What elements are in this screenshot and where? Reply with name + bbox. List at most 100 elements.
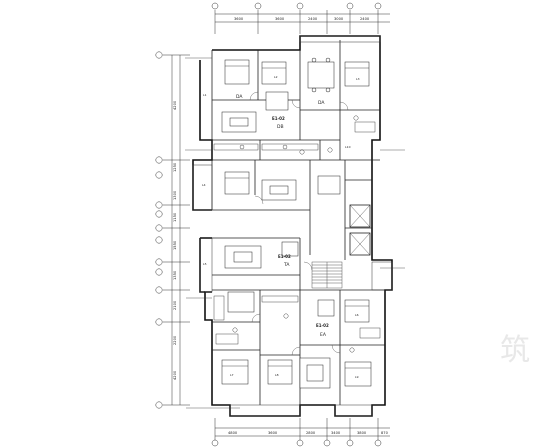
bottom-dimension-labels: 4800 3600 2800 3400 3800 870 [228, 431, 389, 435]
door-swings [249, 91, 349, 356]
dim-top-1: 3600 [234, 17, 244, 21]
sink [239, 144, 245, 150]
dining-table [317, 175, 341, 195]
fixtures [213, 115, 381, 353]
kitchen-counter [261, 295, 299, 303]
dining-table [317, 299, 335, 317]
room-tag: L1 [203, 93, 207, 97]
axis-bubble [155, 258, 163, 266]
toilet [232, 327, 238, 333]
axis-bubble [155, 171, 163, 179]
dim-top-4: 3000 [334, 17, 344, 21]
beds [221, 59, 372, 387]
dim-bottom-4: 3400 [331, 431, 341, 435]
dining-table [307, 61, 335, 89]
axis-bubble [155, 210, 163, 218]
axis-bubble [155, 224, 163, 232]
bed [227, 291, 255, 313]
unit-label-bottom: E1-02 [316, 323, 329, 328]
room-tag: L9 [355, 375, 359, 379]
kitchen-counter [213, 143, 259, 151]
axis-bubble [155, 156, 163, 164]
coffee-table [229, 117, 249, 127]
room-tag: L6 [355, 313, 359, 317]
bathtub [354, 121, 376, 133]
axis-bubble [296, 2, 304, 10]
annotation-leaders [185, 57, 405, 409]
left-dimension-line [168, 54, 190, 406]
left-dimension-labels: 4200 1250 1300 1150 1550 1350 2100 2200 … [173, 100, 177, 380]
room-tag: L10 [345, 145, 351, 149]
unit-label-middle: E1-02 [278, 254, 291, 259]
bed [267, 359, 293, 385]
bed [344, 361, 372, 387]
dim-left-6: 1350 [173, 270, 177, 280]
unit-code-2: DA [318, 100, 325, 106]
dim-left-9: 4200 [173, 370, 177, 380]
dim-bottom-6: 870 [381, 431, 389, 435]
dim-top-5: 2400 [360, 17, 370, 21]
top-dimension-line [214, 10, 390, 34]
axis-bubble [155, 236, 163, 244]
dim-bottom-2: 3600 [268, 431, 278, 435]
toilet [283, 313, 289, 319]
dim-top-3: 2400 [308, 17, 318, 21]
room-tag: L2 [274, 75, 278, 79]
axis-bubble [374, 2, 382, 10]
balconies [192, 35, 393, 417]
axis-bubbles-top [211, 2, 382, 447]
room-tag: L4 [202, 183, 206, 187]
axis-bubble [346, 2, 354, 10]
toilet [327, 147, 333, 153]
bed-pillows [222, 65, 371, 369]
axis-bubbles [155, 51, 168, 409]
bed [344, 61, 370, 87]
living-furniture [221, 57, 341, 389]
kitchen-counter [213, 295, 225, 321]
sink [299, 149, 305, 155]
room-tag: L3 [356, 77, 360, 81]
bed [344, 299, 370, 323]
axis-bubble [374, 439, 382, 447]
chair [311, 57, 317, 63]
dim-bottom-5: 3800 [357, 431, 367, 435]
toilet [349, 347, 355, 353]
axis-bubble [323, 439, 331, 447]
unit-code-4: EA [320, 332, 327, 338]
dim-bottom-1: 4800 [228, 431, 238, 435]
chair [311, 87, 317, 93]
top-dimension-labels: 3600 3600 2400 3000 2400 [234, 17, 370, 21]
dim-left-8: 2200 [173, 335, 177, 345]
axis-bubble [155, 51, 163, 59]
bottom-dimension-line [214, 418, 390, 440]
axis-bubble [155, 201, 163, 209]
axis-bubble [155, 401, 163, 409]
elevator-shafts [349, 204, 371, 256]
chair [325, 87, 331, 93]
axis-bubble [211, 2, 219, 10]
coffee-table [269, 185, 289, 195]
axis-bubble [155, 268, 163, 276]
bathtub [215, 333, 239, 345]
dim-left-4: 1150 [173, 212, 177, 222]
bed [224, 171, 250, 195]
dim-left-7: 2100 [173, 300, 177, 310]
unit-label-top: E1-02 [272, 116, 285, 121]
axis-bubble [254, 2, 262, 10]
axis-bubble [155, 286, 163, 294]
unit-labels: E1-02 E1-02 E1-02 DB DA TA EA DA [236, 94, 329, 338]
dim-left-1: 4200 [173, 100, 177, 110]
axis-bubble [211, 439, 219, 447]
bed [224, 59, 250, 85]
unit-code-3: TA [283, 262, 290, 268]
chair [325, 57, 331, 63]
stair [311, 261, 343, 289]
toilet [353, 115, 359, 121]
coffee-table [306, 364, 324, 382]
room-tag: L8 [275, 373, 279, 377]
axis-bubble [346, 439, 354, 447]
dim-bottom-3: 2800 [306, 431, 316, 435]
bathtub [359, 327, 381, 339]
kitchen-counter [261, 143, 319, 151]
